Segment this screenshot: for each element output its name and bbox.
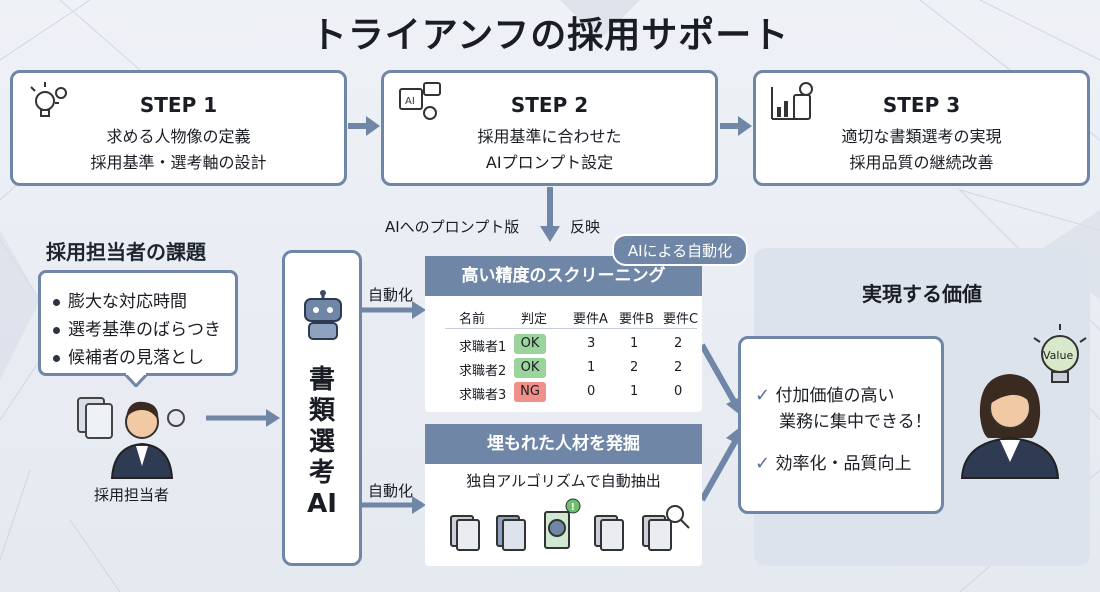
document-screening-ai-box: 書 類 選 考 AI <box>282 250 362 566</box>
bubble-tail <box>124 373 148 387</box>
candidate-documents-icon: ! <box>450 498 690 551</box>
page-title: トライアンフの採用サポート <box>310 15 790 56</box>
table-header: 要件C <box>663 312 699 327</box>
table-header: 要件B <box>619 312 654 327</box>
alert-mark: ! <box>571 502 576 513</box>
table-header: 判定 <box>521 312 548 327</box>
value-heading: 実現する価値 <box>862 282 982 306</box>
row-value: 1 <box>630 384 639 399</box>
value-item-1: ✓ 付加価値の高い <box>755 381 895 406</box>
robot-icon <box>304 290 342 340</box>
value-item-1-line1: 付加価値の高い <box>775 386 895 406</box>
status-badge: OK <box>514 334 546 354</box>
lightbulb-icon: Value <box>1033 324 1087 383</box>
step-3-card: STEP 3 適切な書類選考の実現 採用品質の継続改善 <box>753 70 1090 186</box>
status-badge: OK <box>514 358 546 378</box>
row-value: 2 <box>674 336 683 351</box>
step-3-line1: 適切な書類選考の実現 <box>841 127 1002 146</box>
recruiter-illustration <box>77 397 185 479</box>
row-value: 0 <box>674 384 683 399</box>
person-avatar <box>960 374 1060 479</box>
value-box: ✓ 付加価値の高い 業務に集中できる！ ✓ 効率化・品質向上 <box>738 336 944 514</box>
step-2-title: STEP 2 <box>510 93 589 117</box>
talent-subtitle: 独自アルゴリズムで自動抽出 <box>466 472 661 490</box>
feedback-label-left: AIへのプロンプト版 <box>385 218 520 236</box>
svg-text:AI: AI <box>405 96 415 107</box>
ai-chip-icon: AI <box>399 82 441 120</box>
talent-panel: 埋もれた人材を発掘 独自アルゴリズムで自動抽出 ! <box>425 424 702 566</box>
row-value: 1 <box>630 336 639 351</box>
value-item-2-text: 効率化・品質向上 <box>775 454 912 474</box>
issues-bubble: 膨大な対応時間 選考基準のばらつき 候補者の見落とし <box>38 270 238 376</box>
row-value: 2 <box>630 360 639 375</box>
bulb-label: Value <box>1043 349 1073 362</box>
value-item-2: ✓ 効率化・品質向上 <box>755 449 912 474</box>
lightbulb-gear-icon <box>30 82 67 117</box>
table-divider <box>445 328 697 329</box>
talent-title: 埋もれた人材を発掘 <box>425 424 702 464</box>
row-name: 求職者1 <box>459 340 507 355</box>
status-badge: NG <box>514 382 546 402</box>
check-icon: ✓ <box>755 453 771 474</box>
step-1-line2: 採用基準・選考軸の設計 <box>90 153 267 172</box>
row-name: 求職者2 <box>459 364 507 379</box>
automation-label-top: 自動化 <box>368 286 414 304</box>
feedback-label-right: 反映 <box>570 218 601 236</box>
step-1-title: STEP 1 <box>139 93 218 117</box>
step-3-title: STEP 3 <box>882 93 961 117</box>
recruiter-heading: 採用担当者の課題 <box>46 240 206 264</box>
check-icon: ✓ <box>755 385 771 406</box>
screening-panel: 高い精度のスクリーニング 名前 判定 要件A 要件B 要件C 求職者1 OK 3… <box>425 256 702 412</box>
row-value: 2 <box>674 360 683 375</box>
step-2-line1: 採用基準に合わせた <box>477 127 622 146</box>
table-header: 要件A <box>573 312 608 327</box>
recruiter-label: 採用担当者 <box>94 486 170 504</box>
automation-label-bottom: 自動化 <box>368 482 414 500</box>
step-1-line1: 求める人物像の定義 <box>106 127 251 146</box>
issue-item: 候補者の見落とし <box>53 343 204 368</box>
value-item-1-line2: 業務に集中できる！ <box>779 412 932 432</box>
step-2-line2: AIプロンプト設定 <box>485 153 614 172</box>
row-value: 3 <box>587 336 596 351</box>
chart-document-icon <box>771 82 813 120</box>
step-1-card: STEP 1 求める人物像の定義 採用基準・選考軸の設計 <box>10 70 347 186</box>
row-value: 1 <box>587 360 596 375</box>
ai-automation-badge: AIによる自動化 <box>612 234 748 266</box>
ai-text-char: 考 <box>308 458 335 488</box>
issue-item: 膨大な対応時間 <box>53 287 187 312</box>
ai-text-char: 類 <box>308 396 335 426</box>
row-value: 0 <box>587 384 596 399</box>
issue-item: 選考基準のばらつき <box>53 315 221 340</box>
step-3-line2: 採用品質の継続改善 <box>849 153 994 172</box>
ai-text-char: 書 <box>308 365 335 395</box>
ai-text-char: AI <box>307 489 337 519</box>
table-header: 名前 <box>459 312 486 327</box>
ai-text-char: 選 <box>308 427 335 457</box>
step-2-card: AI STEP 2 採用基準に合わせた AIプロンプト設定 <box>381 70 718 186</box>
row-name: 求職者3 <box>459 388 507 403</box>
